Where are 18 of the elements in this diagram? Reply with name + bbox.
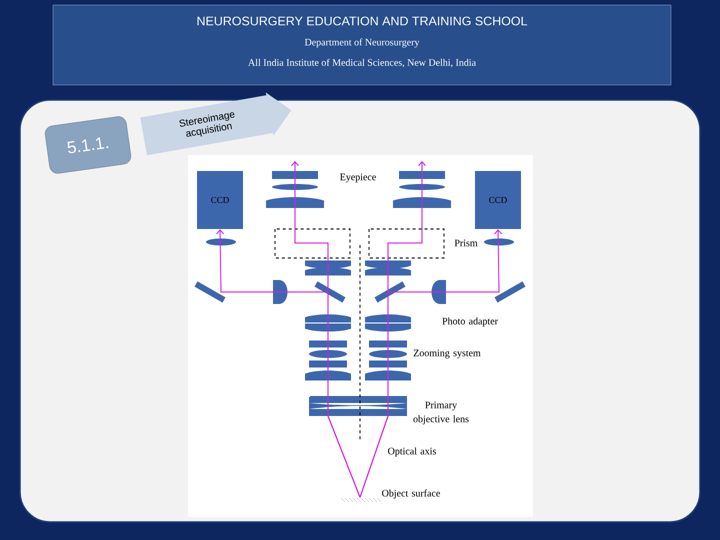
header-text: NEUROSURGERY EDUCATION AND TRAINING SCHOOL <box>198 16 528 26</box>
part-label: Object surface <box>382 489 440 499</box>
part-label: Primary objective lens <box>413 402 469 424</box>
part-label: Eyepiece <box>340 174 376 182</box>
section-badge: 5.1.1. <box>44 116 132 174</box>
part-label: Optical axis <box>388 447 436 456</box>
ccd-box: CCD <box>197 171 243 229</box>
header-text: Department of Neurosurgery <box>304 38 420 48</box>
light-ray <box>360 161 426 498</box>
header-text: All India Institute of Medical Sciences, New Delhi, India <box>248 58 476 68</box>
header-band <box>52 4 672 86</box>
part-label: Photo adapter <box>442 317 498 327</box>
object-surface <box>340 498 382 502</box>
ccd-box: CCD <box>475 171 521 229</box>
part-label: Zooming system <box>414 350 481 358</box>
part-label: Prism <box>454 240 478 246</box>
arrow-banner: Stereoimage acquisition <box>140 92 292 156</box>
light-ray <box>291 161 360 498</box>
